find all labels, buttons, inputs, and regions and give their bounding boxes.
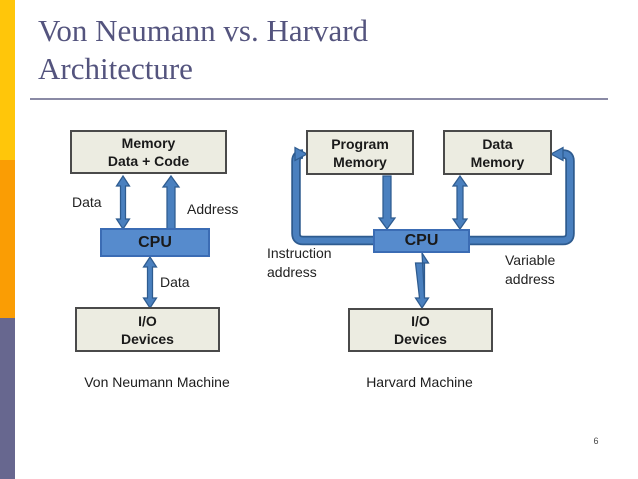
accent-band-yellow: [0, 0, 15, 160]
variable-address-bus-icon: [470, 151, 573, 244]
data-bus-arrow-icon: [115, 174, 131, 231]
cpu-label: CPU: [404, 232, 439, 249]
memory-box: Memory Data + Code: [70, 130, 227, 174]
data-memory-cpu-arrow-icon: [451, 174, 469, 231]
cpu-label: CPU: [138, 233, 172, 251]
memory-box-line1: Memory: [121, 135, 176, 151]
harvard-caption: Harvard Machine: [366, 374, 473, 390]
io-box-line2: Devices: [394, 331, 447, 347]
von-neumann-caption: Von Neumann Machine: [84, 374, 230, 390]
data-bus-label: Data: [72, 194, 102, 210]
instruction-address-label: Instruction address: [267, 245, 332, 280]
data-memory-box: Data Memory: [443, 130, 552, 175]
cpu-box-harvard: CPU: [373, 229, 470, 253]
variable-address-arrowhead-icon: [549, 146, 564, 162]
variable-address-label: Variable address: [505, 252, 556, 287]
io-box-line1: I/O: [138, 312, 157, 329]
accent-band-orange: [0, 160, 15, 318]
memory-box-line2: Data + Code: [107, 153, 190, 169]
slide-title: Von Neumann vs. Harvard Architecture: [38, 13, 369, 86]
program-to-cpu-arrow-icon: [377, 175, 397, 231]
page-number: 6: [593, 436, 599, 446]
program-memory-line2: Memory: [333, 153, 387, 170]
io-box-line2: Devices: [121, 330, 174, 347]
address-bus-arrow-icon: [161, 174, 181, 230]
io-data-arrow-icon: [142, 255, 158, 310]
data-memory-line2: Memory: [470, 153, 525, 170]
title-underline: [30, 98, 608, 100]
io-devices-box-harvard: I/O Devices: [348, 308, 493, 352]
io-devices-box-von-neumann: I/O Devices: [75, 307, 220, 352]
io-data-label: Data: [160, 274, 190, 290]
instruction-address-arrowhead-icon: [294, 146, 309, 162]
program-memory-box: Program Memory: [306, 130, 414, 175]
cpu-box-von-neumann: CPU: [100, 228, 210, 257]
program-memory-line1: Program: [331, 135, 389, 152]
io-box-line1: I/O: [411, 313, 430, 329]
data-memory-line1: Data: [482, 135, 513, 152]
harvard-io-arrow-icon: [414, 250, 430, 310]
address-bus-label: Address: [187, 201, 239, 217]
accent-band-slate: [0, 318, 15, 479]
